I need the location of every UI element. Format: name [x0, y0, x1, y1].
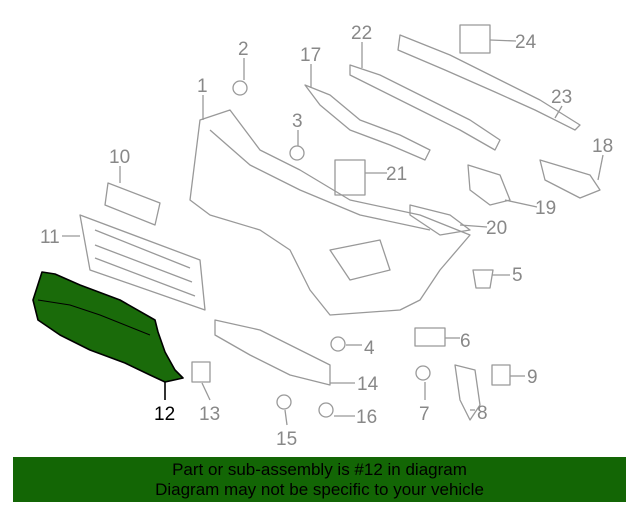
- label-1[interactable]: 1: [197, 76, 208, 97]
- label-18[interactable]: 18: [592, 136, 613, 157]
- label-22[interactable]: 22: [351, 23, 372, 44]
- banner-line-disclaimer: Diagram may not be specific to your vehi…: [155, 480, 484, 499]
- label-24[interactable]: 24: [515, 32, 537, 53]
- part-18-bracket[interactable]: [539, 159, 601, 199]
- part-19-bracket[interactable]: [467, 164, 511, 206]
- part-11-grille[interactable]: [79, 214, 206, 311]
- label-2[interactable]: 2: [238, 39, 249, 60]
- label-16[interactable]: 16: [356, 407, 377, 428]
- part-23-reinforcement[interactable]: [397, 34, 581, 131]
- info-banner: Part or sub-assembly is #12 in diagram D…: [13, 457, 626, 502]
- part-16-clip[interactable]: [318, 402, 334, 418]
- label-10[interactable]: 10: [109, 147, 130, 168]
- part-20-bracket[interactable]: [409, 204, 471, 236]
- part-17-bracket[interactable]: [304, 84, 431, 161]
- part-4-clip[interactable]: [330, 336, 346, 352]
- part-21-bracket[interactable]: [334, 159, 366, 196]
- label-12[interactable]: 12: [154, 404, 175, 425]
- part-1-bumper-cover[interactable]: [189, 109, 471, 316]
- part-5-cap[interactable]: [472, 269, 494, 289]
- label-8[interactable]: 8: [477, 403, 488, 424]
- label-17[interactable]: 17: [300, 45, 321, 66]
- part-12-highlighted[interactable]: [32, 271, 184, 383]
- label-23[interactable]: 23: [551, 87, 572, 108]
- part-6-bracket[interactable]: [414, 327, 446, 347]
- label-3[interactable]: 3: [292, 111, 303, 132]
- label-14[interactable]: 14: [357, 374, 379, 395]
- label-19[interactable]: 19: [535, 198, 556, 219]
- part-24-clip[interactable]: [459, 24, 491, 54]
- part-labels: 1 2 3 4 5 6 7 8 9 10 11 12 13 14 15 16 1…: [40, 23, 613, 450]
- part-9-clip[interactable]: [491, 364, 511, 386]
- label-4[interactable]: 4: [364, 338, 375, 359]
- part-14-undercover[interactable]: [214, 319, 331, 386]
- part-7-clip[interactable]: [415, 365, 431, 381]
- label-15[interactable]: 15: [276, 429, 297, 450]
- part-2-clip[interactable]: [232, 80, 248, 96]
- part-13-clip[interactable]: [191, 361, 211, 383]
- part-8-cover[interactable]: [454, 364, 481, 421]
- part-3-clip[interactable]: [289, 145, 305, 161]
- label-7[interactable]: 7: [419, 404, 430, 425]
- label-9[interactable]: 9: [527, 367, 538, 388]
- label-13[interactable]: 13: [199, 404, 220, 425]
- label-21[interactable]: 21: [386, 164, 407, 185]
- part-10-plate-bracket[interactable]: [104, 182, 161, 226]
- label-5[interactable]: 5: [512, 265, 523, 286]
- part-15-clip[interactable]: [276, 394, 292, 410]
- label-11[interactable]: 11: [40, 227, 60, 248]
- label-20[interactable]: 20: [486, 218, 507, 239]
- leader-lines: [62, 39, 604, 426]
- part-22-absorber[interactable]: [349, 64, 501, 151]
- banner-line-part: Part or sub-assembly is #12 in diagram: [172, 460, 467, 479]
- label-6[interactable]: 6: [460, 331, 471, 352]
